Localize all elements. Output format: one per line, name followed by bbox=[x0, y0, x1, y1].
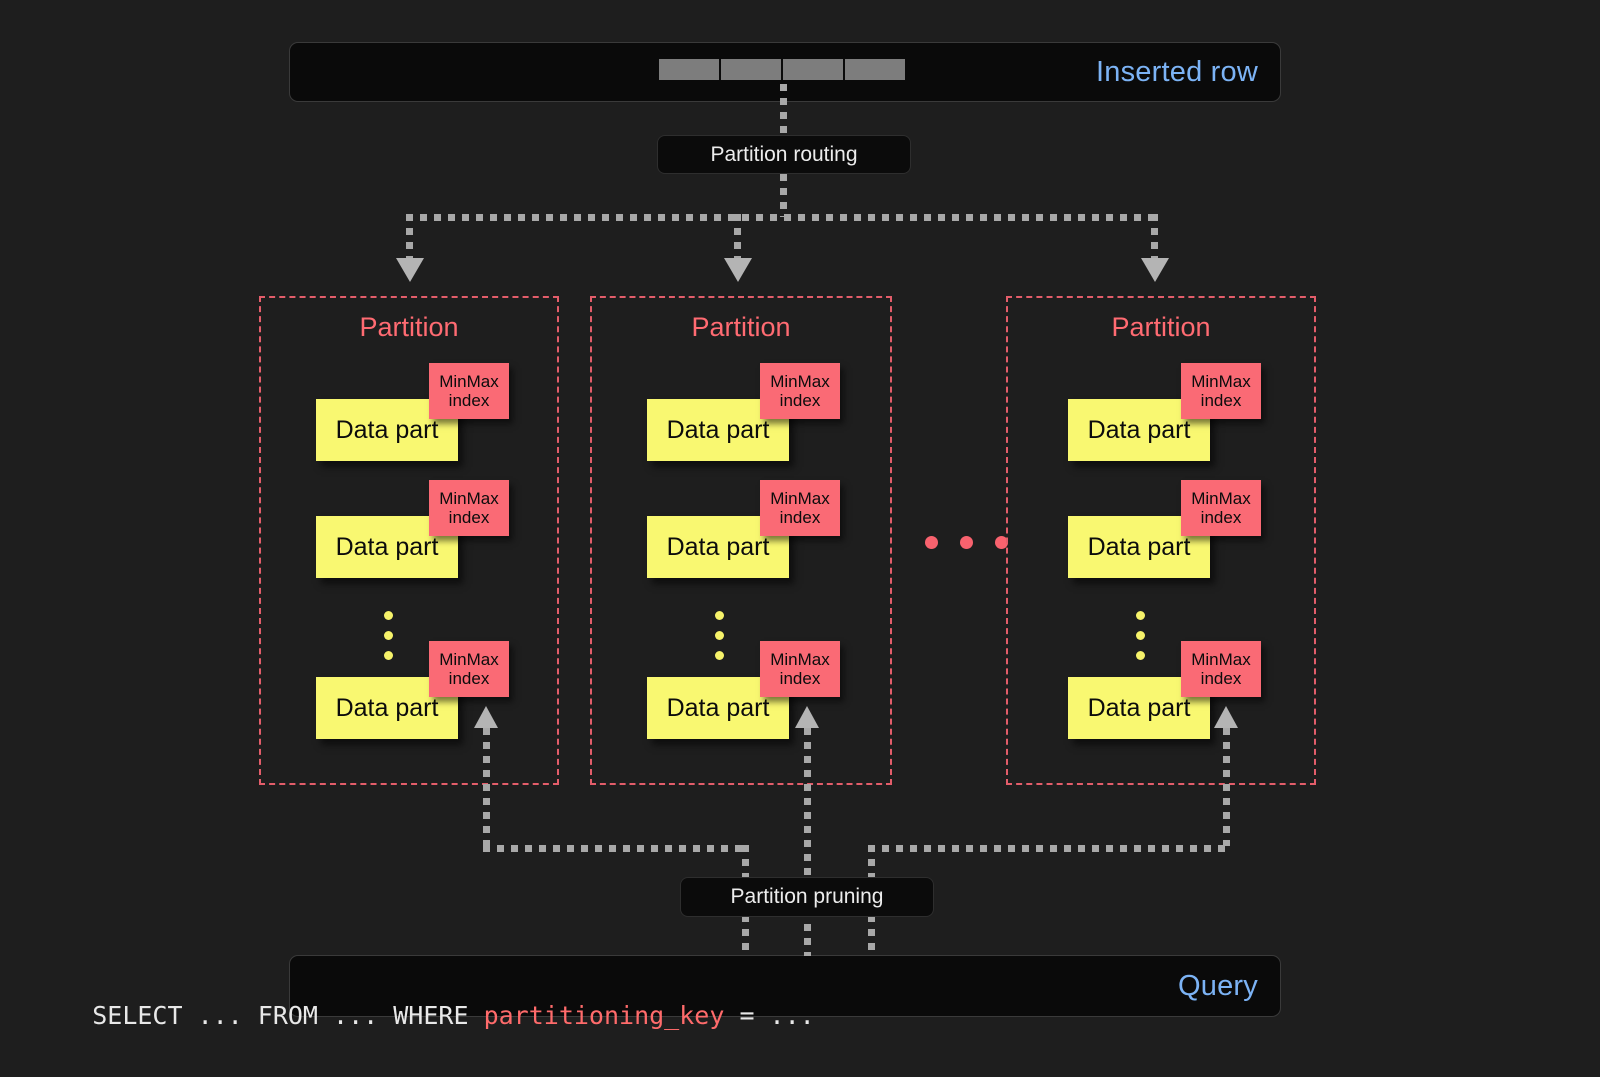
partition-pruning-label: Partition pruning bbox=[730, 885, 884, 908]
ellipsis-dot bbox=[715, 651, 724, 660]
ellipsis-dot bbox=[995, 536, 1008, 549]
minmax-index-box: MinMax index bbox=[429, 480, 509, 536]
data-part-label: Data part bbox=[666, 415, 770, 444]
row-cell bbox=[783, 59, 843, 80]
data-part-box: Data part bbox=[316, 677, 458, 739]
ellipsis-dot bbox=[1136, 631, 1145, 640]
minmax-index-box: MinMax index bbox=[429, 363, 509, 419]
partition-routing-box: Partition routing bbox=[657, 135, 911, 174]
partition-box-3: Partition MinMax index Data part MinMax … bbox=[1006, 296, 1316, 785]
data-part-label: Data part bbox=[666, 532, 770, 561]
partition-pruning-box: Partition pruning bbox=[680, 877, 934, 917]
data-part-box: Data part bbox=[647, 677, 789, 739]
arrowhead-down-partition-3 bbox=[1141, 258, 1169, 282]
connector-up-partition-3 bbox=[1223, 728, 1230, 846]
arrowhead-up-partition-3 bbox=[1214, 706, 1238, 728]
ellipsis-dot bbox=[715, 611, 724, 620]
partitions-ellipsis bbox=[925, 536, 1008, 549]
ellipsis-dot bbox=[384, 651, 393, 660]
data-part-label: Data part bbox=[1087, 693, 1191, 722]
inserted-row-label: Inserted row bbox=[1096, 55, 1258, 88]
connector-drop-partition-1 bbox=[406, 214, 413, 262]
connector-up-partition-1 bbox=[483, 728, 490, 846]
data-part-label: Data part bbox=[1087, 415, 1191, 444]
connector-routing-bus bbox=[406, 214, 1158, 221]
partition-title: Partition bbox=[1111, 312, 1211, 342]
query-suffix: = ... bbox=[724, 1001, 815, 1030]
data-part-label: Data part bbox=[335, 415, 439, 444]
query-label: Query bbox=[1178, 969, 1258, 1002]
minmax-index-box: MinMax index bbox=[1181, 480, 1261, 536]
minmax-index-label: MinMax index bbox=[770, 649, 830, 688]
partition-routing-label: Partition routing bbox=[710, 142, 858, 166]
data-part-label: Data part bbox=[1087, 532, 1191, 561]
connector-bus-left bbox=[483, 845, 749, 852]
connector-drop-partition-3 bbox=[1151, 214, 1158, 262]
minmax-index-label: MinMax index bbox=[439, 649, 499, 688]
row-cell bbox=[721, 59, 781, 80]
ellipsis-dot bbox=[384, 611, 393, 620]
minmax-index-label: MinMax index bbox=[1191, 488, 1251, 527]
minmax-index-box: MinMax index bbox=[760, 641, 840, 697]
arrowhead-down-partition-2 bbox=[724, 258, 752, 282]
minmax-index-label: MinMax index bbox=[770, 371, 830, 410]
connector-bus-right bbox=[868, 845, 1230, 852]
data-part-label: Data part bbox=[666, 693, 770, 722]
partition-box-1: Partition MinMax index Data part MinMax … bbox=[259, 296, 559, 785]
arrowhead-down-partition-1 bbox=[396, 258, 424, 282]
minmax-index-box: MinMax index bbox=[1181, 363, 1261, 419]
minmax-index-label: MinMax index bbox=[770, 488, 830, 527]
minmax-index-label: MinMax index bbox=[439, 488, 499, 527]
partition-title: Partition bbox=[691, 312, 791, 342]
ellipsis-dot bbox=[960, 536, 973, 549]
arrowhead-up-partition-2 bbox=[795, 706, 819, 728]
partition-title: Partition bbox=[359, 312, 459, 342]
ellipsis-dot bbox=[925, 536, 938, 549]
data-part-label: Data part bbox=[335, 693, 439, 722]
query-prefix: SELECT ... FROM ... WHERE bbox=[92, 1001, 484, 1030]
partition-box-2: Partition MinMax index Data part MinMax … bbox=[590, 296, 892, 785]
query-sql-text: SELECT ... FROM ... WHERE partitioning_k… bbox=[32, 972, 815, 1059]
query-partitioning-key: partitioning_key bbox=[483, 1001, 725, 1030]
row-cell bbox=[845, 59, 905, 80]
connector-row-to-routing bbox=[780, 84, 787, 135]
minmax-index-box: MinMax index bbox=[429, 641, 509, 697]
arrowhead-up-partition-1 bbox=[474, 706, 498, 728]
data-part-box: Data part bbox=[316, 516, 458, 578]
minmax-index-label: MinMax index bbox=[1191, 649, 1251, 688]
minmax-index-label: MinMax index bbox=[1191, 371, 1251, 410]
connector-routing-down bbox=[780, 174, 787, 217]
row-cell bbox=[659, 59, 719, 80]
minmax-index-box: MinMax index bbox=[760, 363, 840, 419]
query-bar: Query bbox=[289, 955, 1281, 1017]
ellipsis-dot bbox=[715, 631, 724, 640]
vertical-ellipsis bbox=[715, 611, 724, 660]
connector-drop-partition-2 bbox=[734, 214, 741, 262]
minmax-index-box: MinMax index bbox=[1181, 641, 1261, 697]
vertical-ellipsis bbox=[384, 611, 393, 660]
minmax-index-box: MinMax index bbox=[760, 480, 840, 536]
inserted-row-cells bbox=[659, 59, 905, 80]
connector-up-partition-2 bbox=[804, 728, 811, 956]
minmax-index-label: MinMax index bbox=[439, 371, 499, 410]
ellipsis-dot bbox=[1136, 611, 1145, 620]
data-part-box: Data part bbox=[647, 399, 789, 461]
ellipsis-dot bbox=[1136, 651, 1145, 660]
ellipsis-dot bbox=[384, 631, 393, 640]
vertical-ellipsis bbox=[1136, 611, 1145, 660]
data-part-label: Data part bbox=[335, 532, 439, 561]
